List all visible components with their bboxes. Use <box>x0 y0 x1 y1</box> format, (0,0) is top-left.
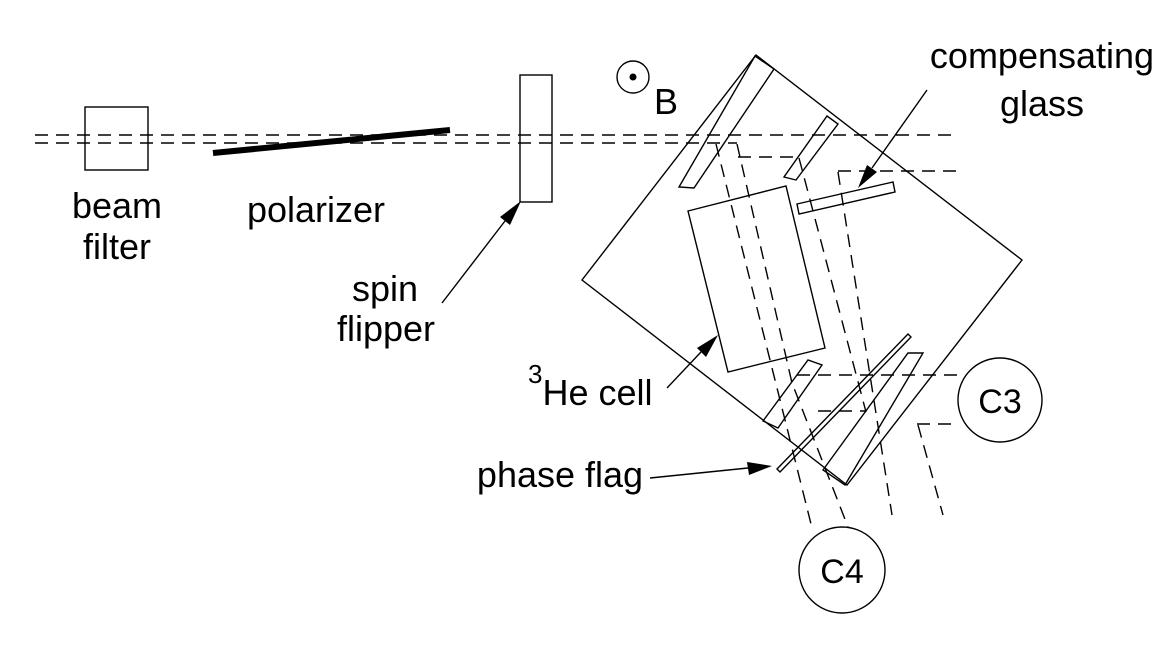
b-field-label: B <box>654 81 678 122</box>
compensating-glass-arrow <box>858 89 928 188</box>
he-cell-shape <box>687 185 826 373</box>
he-cell-label: 3He cell <box>528 359 653 413</box>
he-cell-label-text: He cell <box>542 372 652 413</box>
spin-flipper-shape <box>519 74 553 203</box>
phase-flag-shape <box>776 333 912 473</box>
detector-c3-shape <box>957 357 1043 443</box>
phase-flag-label: phase flag <box>477 454 643 495</box>
beam-path-diagonal-1 <box>715 143 813 529</box>
spin-flipper-arrow <box>441 201 521 304</box>
interferometer-blade-2 <box>782 115 839 181</box>
he-cell-arrow <box>666 335 718 389</box>
compensating-glass-label-line2: glass <box>1000 83 1084 124</box>
compensating-glass-label-line1: compensating <box>930 35 1154 76</box>
beam-filter-label-line2: filter <box>83 226 151 267</box>
interferometer-blade-4 <box>822 352 925 486</box>
interferometer-crystal-outline <box>581 54 1023 486</box>
detector-c4-label: C4 <box>820 553 863 591</box>
he-cell-arrowhead-icon <box>697 335 718 357</box>
spin-flipper-arrowhead-icon <box>500 201 521 225</box>
beam-path-diagonal-4 <box>837 171 893 516</box>
spin-flipper-label-line2: flipper <box>337 308 435 349</box>
spin-flipper-label-line1: spin <box>352 268 418 309</box>
b-field-out-of-page-icon <box>616 60 650 94</box>
interferometer-blade-1 <box>677 54 775 189</box>
phase-flag-arrow <box>649 462 772 479</box>
he-cell-label-superscript: 3 <box>528 359 542 389</box>
interferometer-blade-3 <box>761 359 824 429</box>
phase-flag-arrowhead-icon <box>747 462 772 475</box>
beam-filter-shape <box>84 106 149 171</box>
detector-c3-label: C3 <box>978 383 1021 421</box>
compensating-glass-arrowhead-icon <box>858 165 877 188</box>
detector-c4-shape <box>798 526 886 614</box>
compensating-glass-shape <box>796 181 896 215</box>
beam-path-diagonal-5 <box>917 424 944 516</box>
polarizer-label: polarizer <box>247 189 385 230</box>
polarizer-shape <box>212 127 451 156</box>
beam-filter-label-line1: beam <box>72 185 162 226</box>
beam-path-diagonal-2 <box>736 143 849 528</box>
